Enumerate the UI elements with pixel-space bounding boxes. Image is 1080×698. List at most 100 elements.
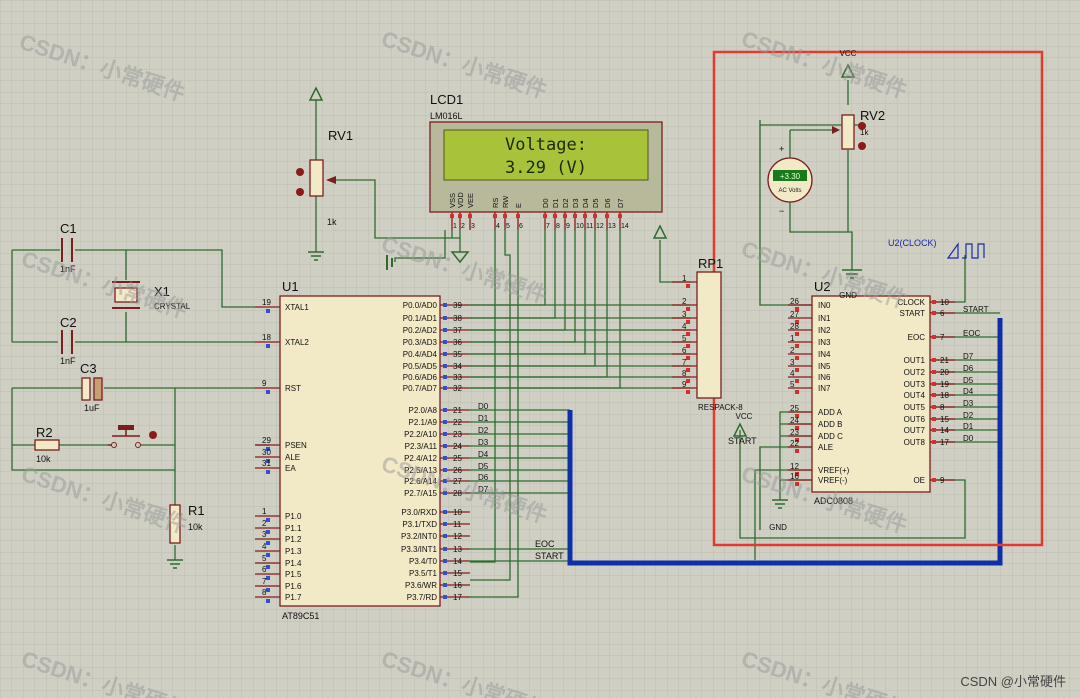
lcd-pin-number: 4: [496, 223, 500, 230]
c1[interactable]: C1 1nF: [60, 221, 77, 274]
r2[interactable]: R2 10k: [34, 425, 60, 464]
u2-pin-name: OUT8: [904, 438, 926, 447]
u1-part: AT89C51: [282, 611, 319, 621]
power-symbols: VCC VCC GND: [167, 49, 862, 569]
pin-marker: [543, 214, 547, 218]
r1-value: 10k: [188, 522, 203, 532]
rp1-pin-number: 2: [682, 297, 687, 306]
u1-pin-name: P2.3/A11: [405, 442, 438, 451]
pin-marker: [266, 447, 270, 451]
rv1[interactable]: RV1 1k: [296, 128, 353, 227]
net-start: START: [535, 551, 564, 561]
u1-pin-number: 17: [453, 593, 462, 602]
u1-left-pins: 19XTAL118XTAL29RST29PSEN30ALE31EA1P1.02P…: [255, 298, 309, 603]
u2-net-label: D5: [963, 376, 974, 385]
u2-pin-number: 23: [790, 428, 799, 437]
pin-marker: [443, 340, 447, 344]
u1-pin-name: P3.2/INT0: [401, 532, 438, 541]
pin-marker: [795, 472, 799, 476]
rv2-up-knob[interactable]: [858, 122, 866, 130]
voltmeter[interactable]: +3.30 AC Volts + −: [767, 144, 813, 216]
u1-pin-name: P3.6/WR: [405, 581, 437, 590]
u2-pin-number: 2: [790, 346, 795, 355]
u2-pin-name: IN0: [818, 301, 831, 310]
rv1-value: 1k: [327, 217, 337, 227]
reset-button[interactable]: [108, 425, 157, 448]
u1-pin-number: 2: [262, 519, 267, 528]
lcd-pin-number: 3: [471, 223, 475, 230]
u1-pin-name: P0.1/AD1: [403, 314, 438, 323]
rv2[interactable]: RV2 1k: [832, 108, 885, 150]
u2-pin-number: 17: [940, 438, 949, 447]
pin-marker: [686, 320, 690, 324]
c3-ref: C3: [80, 361, 97, 376]
u2-pin-number: 27: [790, 310, 799, 319]
x1-value: CRYSTAL: [154, 302, 191, 311]
pin-marker: [266, 588, 270, 592]
u1-net-label: D2: [478, 426, 489, 435]
pin-marker: [686, 390, 690, 394]
c3[interactable]: C3 1uF: [80, 361, 103, 413]
u2-net-label: D7: [963, 352, 974, 361]
u1-pin-name: P1.3: [285, 547, 302, 556]
pin-marker: [795, 344, 799, 348]
rv2-down-knob[interactable]: [858, 142, 866, 150]
u1-pin-number: 32: [453, 384, 462, 393]
x1[interactable]: X1 CRYSTAL: [112, 281, 191, 311]
pin-marker: [443, 386, 447, 390]
u1-body: [279, 295, 441, 607]
lcd-pins: VSS1VDD2VEE3RS4RW5E6D07D18D29D310D411D51…: [448, 192, 629, 230]
u1-pin-number: 27: [453, 477, 462, 486]
u2-pin-number: 20: [940, 368, 949, 377]
pin-marker: [932, 478, 936, 482]
pin-marker: [583, 214, 587, 218]
u1-pin-number: 8: [262, 588, 267, 597]
pin-marker: [686, 284, 690, 288]
pin-marker: [553, 214, 557, 218]
u2-start-label: START: [728, 436, 757, 446]
u1-pin-name: P2.5/A13: [404, 466, 437, 475]
voltmeter-reading: +3.30: [780, 172, 801, 181]
pin-marker: [443, 303, 447, 307]
rv1-down-knob[interactable]: [296, 188, 304, 196]
rv2-value: 1k: [860, 128, 869, 137]
u2-pin-name: CLOCK: [897, 298, 925, 307]
lcd-pin-label: D7: [616, 198, 625, 208]
u1-pin-number: 35: [453, 350, 462, 359]
u2-pin-number: 7: [940, 333, 945, 342]
pin-marker: [795, 482, 799, 486]
u2-pin-number: 8: [940, 403, 945, 412]
lcd-pin-number: 11: [586, 223, 593, 230]
u1-pin-name: P1.5: [285, 570, 302, 579]
c1-ref: C1: [60, 221, 77, 236]
u1-microcontroller[interactable]: U1 AT89C51 19XTAL118XTAL29RST29PSEN30ALE…: [255, 279, 489, 621]
c2[interactable]: C2 1nF: [60, 315, 77, 366]
pin-marker: [605, 214, 609, 218]
u1-pin-name: P1.1: [285, 524, 302, 533]
u2-net-label: D3: [963, 399, 974, 408]
u2-net-label: D2: [963, 411, 974, 420]
u1-ref: U1: [282, 279, 299, 294]
clock-source[interactable]: U2(CLOCK): [888, 238, 985, 259]
lcd-pin-label: D6: [603, 198, 612, 208]
u2-pin-name: OUT3: [904, 380, 926, 389]
pin-marker: [932, 358, 936, 362]
u1-net-label: D4: [478, 450, 489, 459]
pin-marker: [266, 390, 270, 394]
lcd1[interactable]: LCD1 LM016L Voltage: 3.29 (V) VSS1VDD2VE…: [429, 92, 663, 230]
rv1-up-knob[interactable]: [296, 168, 304, 176]
r1[interactable]: R1 10k: [169, 503, 205, 544]
pin-marker: [932, 417, 936, 421]
u2-pin-name: OUT4: [904, 391, 926, 400]
u1-net-label: D7: [478, 485, 489, 494]
c1-value: 1nF: [60, 264, 76, 274]
u1-pin-number: 15: [453, 569, 462, 578]
pin-marker: [266, 530, 270, 534]
pin-marker: [932, 335, 936, 339]
pin-marker: [795, 449, 799, 453]
pin-marker: [686, 379, 690, 383]
u2-part: ADC0808: [814, 496, 853, 506]
u1-pin-number: 12: [453, 532, 462, 541]
